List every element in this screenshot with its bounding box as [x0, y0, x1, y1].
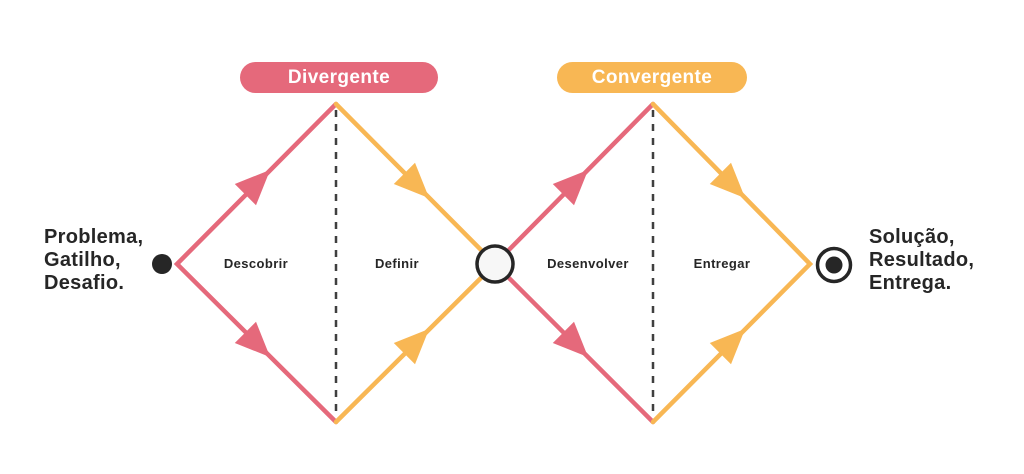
arrow-icon-define-bottom: [393, 328, 430, 365]
phase-label-entregar: Entregar: [694, 256, 751, 271]
arrow-icon-develop-up: [552, 169, 589, 206]
diamond2-convergent-edges: [650, 101, 814, 425]
end-annotation-line: Resultado,: [869, 249, 975, 271]
divergent-pill-label: Divergente: [287, 66, 391, 88]
arrow-icon-develop-down: [552, 321, 589, 358]
convergent-pill-label: Convergente: [591, 66, 713, 88]
end-annotation-line: Solução,: [869, 226, 955, 248]
arrow-icon-discover-down: [234, 321, 271, 358]
arrow-icon-deliver-top: [709, 162, 746, 199]
start-annotation-line: Problema,: [44, 226, 144, 248]
merge-node-circle: [475, 244, 515, 284]
end-annotation: Solução, Resultado, Entrega.: [869, 226, 974, 295]
diamond1-divergent-edges: [173, 101, 339, 425]
arrow-icon-define-top: [393, 162, 430, 199]
start-annotation-line: Gatilho,: [44, 249, 121, 271]
arrow-icon-deliver-bottom: [709, 328, 746, 365]
start-node-dot: [152, 254, 172, 274]
phase-label-definir: Definir: [375, 256, 419, 271]
start-annotation-line: Desafio.: [44, 272, 125, 294]
end-annotation-line: Entrega.: [869, 272, 952, 294]
start-annotation: Problema, Gatilho, Desafio.: [44, 226, 143, 295]
end-node-center-dot: [825, 256, 843, 274]
arrow-icon-discover-up: [234, 169, 271, 206]
convergent-pill: Convergente: [557, 62, 747, 93]
phase-label-descobrir: Descobrir: [224, 256, 288, 271]
phase-label-desenvolver: Desenvolver: [547, 256, 629, 271]
divergent-pill: Divergente: [240, 62, 438, 93]
